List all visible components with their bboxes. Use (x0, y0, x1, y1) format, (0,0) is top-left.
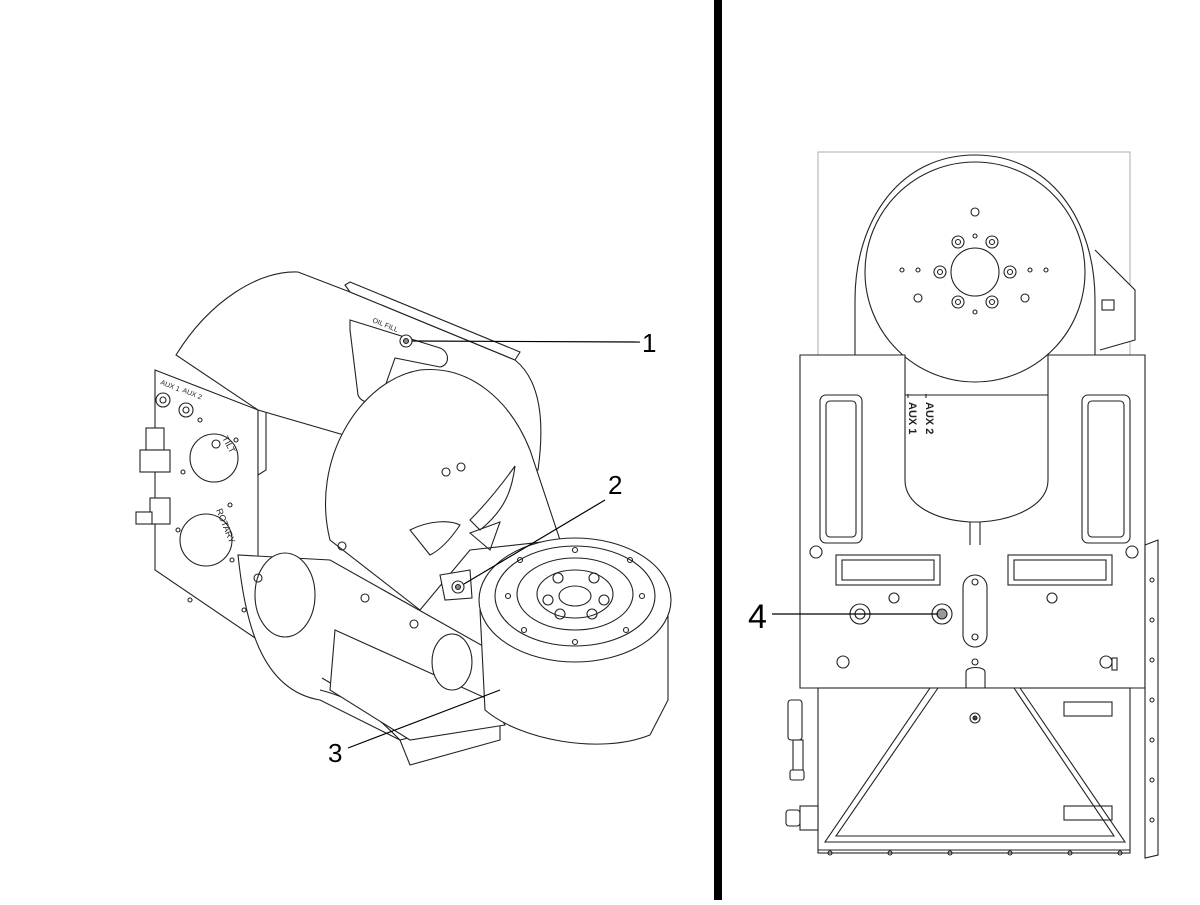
isometric-view: AUX 1 AUX 2 TILT ROTARY OIL FILL (135, 271, 672, 766)
rear-view: AUX 1 AUX 2 (772, 151, 1159, 859)
body-plate: AUX 1 AUX 2 (799, 354, 1146, 689)
lower-base (817, 687, 1131, 856)
side-panel (1144, 539, 1159, 859)
rotary-platter (439, 537, 672, 745)
callout-2: 2 (608, 470, 622, 500)
leader-lines (347, 340, 641, 749)
panel-divider (714, 0, 722, 900)
platter-disc (854, 154, 1136, 383)
callout-3: 3 (328, 738, 342, 768)
base-body (237, 552, 513, 766)
aux1-rear-label: AUX 1 (906, 402, 918, 434)
side-plate: AUX 1 AUX 2 TILT ROTARY (154, 369, 267, 642)
aux2-rear-label: AUX 2 (923, 402, 935, 434)
hose-fittings (135, 392, 194, 525)
callout-1: 1 (642, 328, 656, 358)
tilt-face (325, 368, 561, 611)
callout-4: 4 (748, 598, 767, 636)
rear-fittings (785, 699, 819, 831)
